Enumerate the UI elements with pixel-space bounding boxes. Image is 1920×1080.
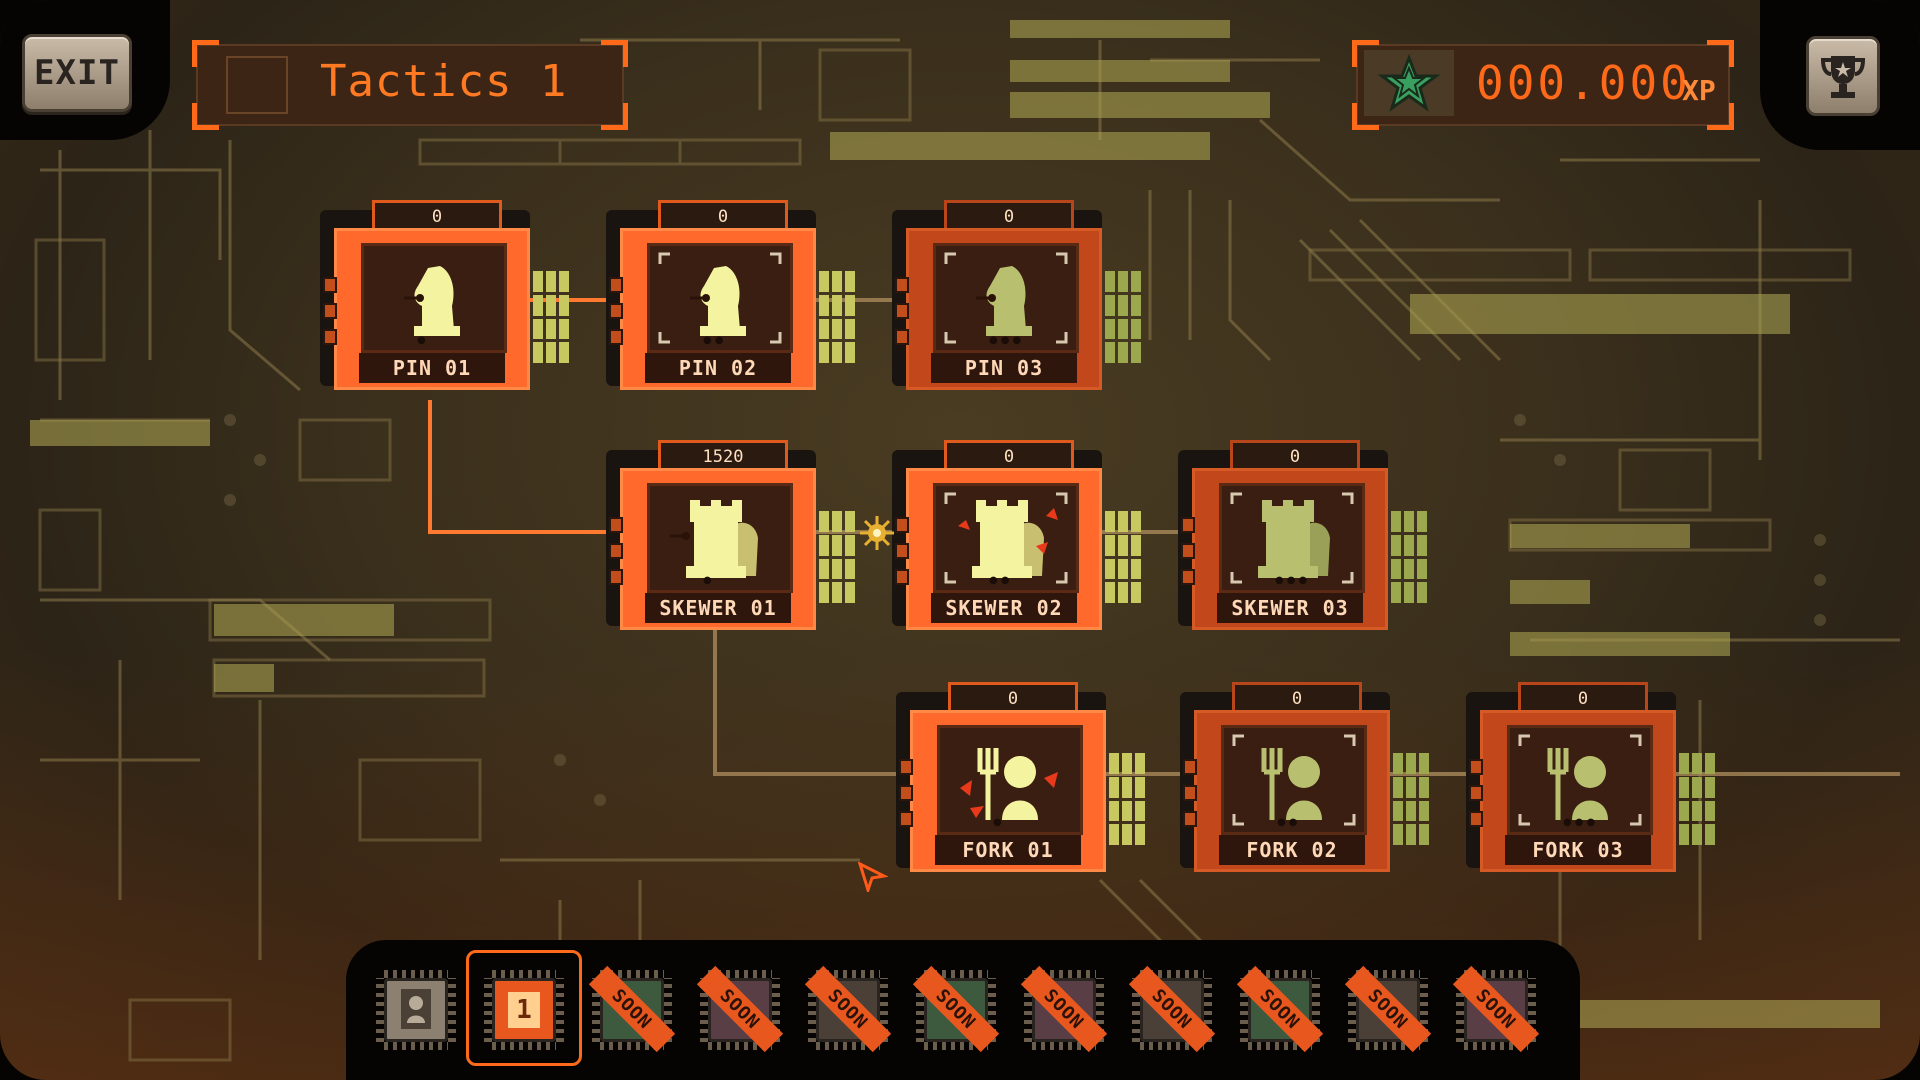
chapter-chip-soon[interactable]: SOON (912, 965, 1000, 1053)
title-decor (226, 56, 288, 114)
chapter-chip-1[interactable]: 1 (484, 970, 564, 1050)
spark-icon (860, 516, 894, 550)
lesson-label: SKEWER 02 (931, 593, 1077, 623)
page-title: Tactics 1 (320, 56, 568, 107)
lesson-score: 1520 (658, 440, 788, 471)
knight-icon (658, 252, 782, 344)
chapter-chip-soon[interactable]: SOON (1020, 965, 1108, 1053)
knight-icon (944, 252, 1068, 344)
chapter-chip-soon[interactable]: SOON (1236, 965, 1324, 1053)
lesson-card-fork-01[interactable]: 0 ● FORK 01 (896, 682, 1145, 878)
cursor-arrow-icon (858, 862, 888, 892)
lesson-score: 0 (1230, 440, 1360, 471)
xp-panel: 000.000 XP (1352, 40, 1734, 130)
trophy-button[interactable] (1806, 36, 1880, 116)
lesson-label: PIN 02 (645, 353, 791, 383)
rook-icon (1230, 492, 1354, 584)
knight-icon (404, 266, 460, 336)
chapter-chip-soon[interactable]: SOON (696, 965, 784, 1053)
exit-button[interactable]: EXIT (22, 34, 132, 112)
rook-icon (670, 500, 758, 578)
lesson-label: PIN 01 (359, 353, 505, 383)
chapter-number: 1 (508, 992, 540, 1028)
chapter-chip-soon[interactable]: SOON (1128, 965, 1216, 1053)
lesson-label: FORK 03 (1505, 835, 1651, 865)
lesson-card-pin-02[interactable]: 0 ●● PIN 02 (606, 200, 855, 396)
fork-icon (1232, 734, 1356, 826)
xp-value: 000.000 (1476, 56, 1691, 110)
star-icon (1364, 50, 1454, 116)
fork-icon (960, 748, 1058, 820)
lesson-card-pin-03[interactable]: 0 ●●● PIN 03 (892, 200, 1141, 396)
lesson-score: 0 (372, 200, 502, 231)
lesson-score: 0 (1518, 682, 1648, 713)
xp-unit: XP (1682, 74, 1716, 107)
lesson-card-fork-02[interactable]: 0 ●● FORK 02 (1180, 682, 1429, 878)
lesson-label: FORK 02 (1219, 835, 1365, 865)
lesson-card-pin-01[interactable]: 0 ● PIN 01 (320, 200, 569, 396)
chapter-chip-soon[interactable]: SOON (804, 965, 892, 1053)
pawn-icon (401, 989, 431, 1029)
chapter-chip-soon[interactable]: SOON (1344, 965, 1432, 1053)
lesson-card-skewer-03[interactable]: 0 ●●● SKEWER 03 (1178, 440, 1427, 636)
lesson-label: SKEWER 01 (645, 593, 791, 623)
lesson-score: 0 (944, 440, 1074, 471)
rook-icon (944, 492, 1068, 584)
lesson-card-fork-03[interactable]: 0 ●●● FORK 03 (1466, 682, 1715, 878)
chapter-chip-soon[interactable]: SOON (1452, 965, 1540, 1053)
fork-icon (1518, 734, 1642, 826)
title-panel: Tactics 1 (192, 40, 628, 130)
lesson-card-skewer-01[interactable]: 1520 ● SKEWER 01 (606, 440, 855, 636)
chapter-selected-frame (466, 950, 582, 1066)
lesson-score: 0 (944, 200, 1074, 231)
lesson-label: SKEWER 03 (1217, 593, 1363, 623)
lesson-label: FORK 01 (935, 835, 1081, 865)
trophy-icon (1821, 56, 1865, 98)
chapter-chip-tutorial[interactable] (376, 970, 456, 1050)
lesson-label: PIN 03 (931, 353, 1077, 383)
chapter-chip-soon[interactable]: SOON (588, 965, 676, 1053)
lesson-score: 0 (658, 200, 788, 231)
lesson-card-skewer-02[interactable]: 0 ●● SKEWER 02 (892, 440, 1141, 636)
lesson-score: 0 (1232, 682, 1362, 713)
lesson-score: 0 (948, 682, 1078, 713)
